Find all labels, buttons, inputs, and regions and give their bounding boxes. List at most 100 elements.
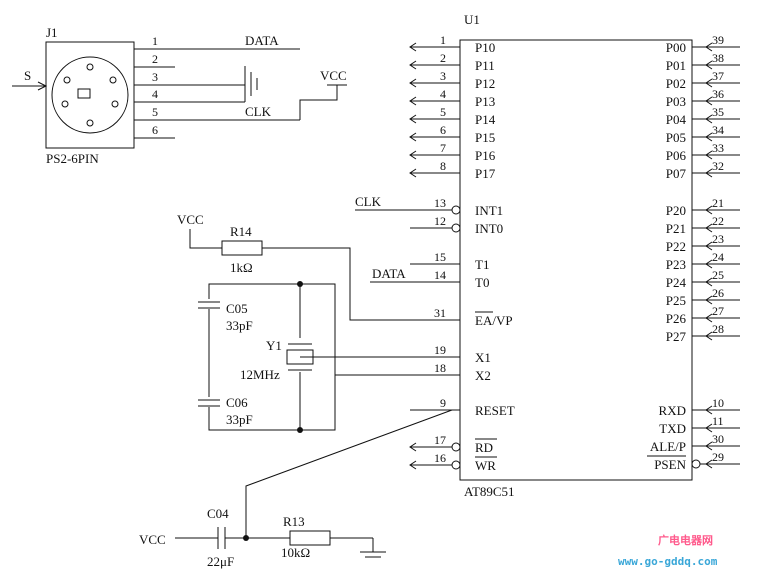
pin-number: 34 xyxy=(712,123,724,137)
pin-arrow-icon xyxy=(409,42,417,52)
pin-arrow-icon xyxy=(705,277,713,287)
pin-arrow-icon xyxy=(705,205,713,215)
pin-name: X1 xyxy=(475,350,491,365)
inversion-bubble-icon xyxy=(451,442,461,452)
pin-name: P03 xyxy=(666,94,686,109)
pin-name: P26 xyxy=(666,311,687,326)
pin-name: RD xyxy=(475,440,493,455)
net-label-vcc: VCC xyxy=(320,68,347,83)
pin-name: RESET xyxy=(475,403,515,418)
pin-arrow-icon xyxy=(409,460,417,470)
pin-arrow-icon xyxy=(409,150,417,160)
pin-name: P17 xyxy=(475,166,496,181)
pin-number: 33 xyxy=(712,141,724,155)
pin-arrow-icon xyxy=(409,60,417,70)
pin-number: 26 xyxy=(712,286,724,300)
net-label-clk: CLK xyxy=(245,104,272,119)
reset-wire xyxy=(245,409,453,537)
pin-arrow-icon xyxy=(705,331,713,341)
pin-number: 27 xyxy=(712,304,724,318)
connector-pin-num: 3 xyxy=(152,70,158,84)
pin-number: 8 xyxy=(440,159,446,173)
capacitor-c06-icon xyxy=(198,397,220,407)
pin-name: P06 xyxy=(666,148,687,163)
chip-right-pins: 39P0038P0137P0236P0335P0434P0533P0632P07… xyxy=(647,33,740,472)
pin-arrow-icon xyxy=(705,241,713,251)
pin-arrow-icon xyxy=(705,168,713,178)
pin-name: WR xyxy=(475,458,496,473)
pin-arrow-icon xyxy=(705,223,713,233)
pin-number: 5 xyxy=(440,105,446,119)
pin-number: 24 xyxy=(712,250,724,264)
pin-arrow-icon xyxy=(705,96,713,106)
net-label-data-t0: DATA xyxy=(372,266,406,281)
connector-pin-num: 4 xyxy=(152,87,158,101)
pin-arrow-icon xyxy=(705,295,713,305)
pin-arrow-icon xyxy=(705,259,713,269)
pin-name: PSEN xyxy=(654,457,686,472)
pin-arrow-icon xyxy=(705,441,713,451)
inversion-bubble-icon xyxy=(451,460,461,470)
pin-name: P14 xyxy=(475,112,496,127)
pin-name: P02 xyxy=(666,76,686,91)
pin-arrow-icon xyxy=(705,132,713,142)
pin-name: TXD xyxy=(659,421,686,436)
connector-part: PS2-6PIN xyxy=(46,151,99,166)
net-label-data: DATA xyxy=(245,33,279,48)
r14-ref: R14 xyxy=(230,224,252,239)
r14-supply-label: VCC xyxy=(177,212,204,227)
pin-name: P11 xyxy=(475,58,495,73)
pin-name: P20 xyxy=(666,203,686,218)
pin-name: P24 xyxy=(666,275,687,290)
pin-number: 38 xyxy=(712,51,724,65)
ground-symbol-icon xyxy=(244,66,258,102)
resistor-r13-icon xyxy=(289,530,331,546)
pin-arrow-icon xyxy=(705,42,713,52)
pin-name: P27 xyxy=(666,329,687,344)
pin-number: 21 xyxy=(712,196,724,210)
pin-name: X2 xyxy=(475,368,491,383)
pin-number: 17 xyxy=(434,433,446,447)
connector-pin-num: 2 xyxy=(152,52,158,66)
r13-ref: R13 xyxy=(283,514,305,529)
pin-arrow-icon xyxy=(705,313,713,323)
r13-value: 10kΩ xyxy=(281,545,310,560)
crystal-y1-icon xyxy=(286,338,314,372)
pin-name: RXD xyxy=(659,403,686,418)
pin-arrow-icon xyxy=(409,168,417,178)
pin-arrow-icon xyxy=(705,78,713,88)
socket-pin-holes xyxy=(61,63,119,127)
pin-number: 3 xyxy=(440,69,446,83)
pin-arrow-icon xyxy=(705,150,713,160)
pin-number: 35 xyxy=(712,105,724,119)
connector-ref: J1 xyxy=(46,25,58,40)
watermark: 广电电器网 www.go-gddq.com xyxy=(618,533,718,568)
pin-number: 28 xyxy=(712,322,724,336)
resistor-r14: VCC R14 1kΩ xyxy=(177,212,452,321)
minidin-socket-icon xyxy=(51,56,129,134)
pin-name: ALE/P xyxy=(650,439,686,454)
pin-number: 12 xyxy=(434,214,446,228)
junction-dot xyxy=(243,535,249,541)
pin-number: 18 xyxy=(434,361,446,375)
